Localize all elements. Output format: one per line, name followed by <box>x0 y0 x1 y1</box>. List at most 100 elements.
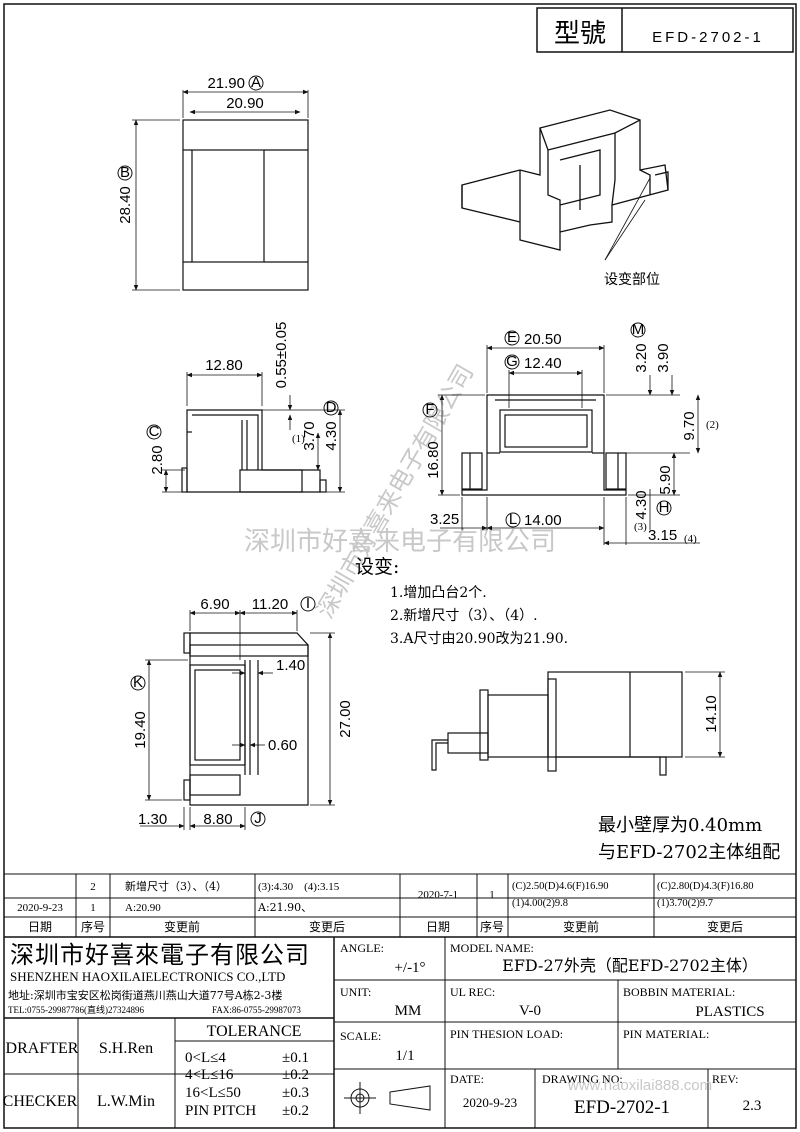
dim-g-mark: G <box>506 353 518 370</box>
watermark-text: 深圳市好喜来电子有限公司 <box>244 527 556 557</box>
tol-r4-range: PIN PITCH <box>185 1103 256 1119</box>
rev1-before2-b: (1)4.00(2)9.8 <box>512 898 568 909</box>
dim-c-h: 2.80 <box>149 445 166 474</box>
dim-j-w: 8.80 <box>203 811 232 828</box>
isometric-view <box>461 109 669 261</box>
tol-r2-range: 4<L≤16 <box>185 1067 234 1083</box>
rev1-after2-b: (1)3.70(2)9.7 <box>657 898 713 909</box>
dim-h390: 3.90 <box>655 343 672 372</box>
rev1-before: 新增尺寸（3）、（4） <box>125 879 227 893</box>
model-label: 型號 <box>554 19 606 49</box>
rev2-before: A:20.90 <box>125 902 161 914</box>
drawing-label: DRAWING NO: <box>542 1072 623 1086</box>
dim-h970: 9.70 <box>681 411 698 440</box>
drafter-label: DRAFTER <box>6 1040 79 1057</box>
dim-w315: 3.15 <box>648 527 677 544</box>
dim-h-h: 5.90 <box>657 465 674 494</box>
rev-hdr-before: 变更前 <box>164 919 200 934</box>
drawing-value: EFD-2702-1 <box>574 1097 670 1118</box>
dim-h-mark: H <box>659 499 670 516</box>
note-pair: 与EFD-2702主体组配 <box>598 842 780 863</box>
dim-h430b: 4.30 <box>633 490 650 519</box>
unit-label: UNIT: <box>340 985 371 999</box>
note-1: (1) <box>292 433 305 445</box>
tol-label: TOLERANCE <box>207 1023 302 1040</box>
rev2-after: A:21.90、 <box>257 901 312 914</box>
model-value: EFD-2702-1 <box>652 29 764 46</box>
scale-label: SCALE: <box>340 1029 381 1043</box>
company-name-cn: 深圳市好喜來電子有限公司 <box>10 941 310 969</box>
revision-table <box>4 873 796 938</box>
company-name-en: SHENZHEN HAOXILAIELECTRONICS CO.,LTD <box>10 969 285 984</box>
iso-label: 设变部位 <box>604 272 660 288</box>
tol-r2-val: ±0.2 <box>282 1067 309 1083</box>
dim-f-h: 16.80 <box>425 441 442 479</box>
front-view <box>132 89 309 291</box>
rev2-date: 2020-9-23 <box>17 902 63 914</box>
dim-e-mark: E <box>507 329 517 346</box>
note-3: (3) <box>634 521 647 533</box>
projection-symbol-icon <box>344 1082 431 1114</box>
rev1-after2-a: (C)2.80(D)4.3(F)16.80 <box>657 881 754 892</box>
change-title: 设变: <box>355 556 399 578</box>
angle-value: +/-1° <box>394 960 425 976</box>
tol-r1-range: 0<L≤4 <box>185 1050 226 1066</box>
dim-a-mark: A <box>251 74 261 91</box>
dim-w140: 1.40 <box>276 657 305 674</box>
dim-l-w: 14.00 <box>524 512 562 529</box>
change-item-1: 1.增加凸台2个. <box>390 585 487 601</box>
company-tel: TEL:0755-29987786(直线)27324896 <box>8 1004 144 1015</box>
note-2: (2) <box>706 419 719 431</box>
side-section-view <box>162 372 345 493</box>
dim-d-mark: D <box>326 399 337 416</box>
bobbin-label: BOBBIN MATERIAL: <box>623 985 735 999</box>
scale-value: 1/1 <box>395 1048 414 1064</box>
date-value: 2020-9-23 <box>463 1095 517 1110</box>
assembly-side-view <box>431 671 725 776</box>
dim-w060: 0.60 <box>268 737 297 754</box>
pin-load-label: PIN THESION LOAD: <box>450 1027 563 1041</box>
pin-material-label: PIN MATERIAL: <box>623 1027 709 1041</box>
change-item-3: 3.A尺寸由20.90改为21.90. <box>390 631 568 647</box>
dim-e-w: 20.50 <box>524 331 562 348</box>
bottom-view <box>140 610 335 830</box>
dim-f-mark: F <box>425 401 434 418</box>
ul-label: UL REC: <box>450 985 495 999</box>
model-name-value: EFD-27外壳（配EFD-2702主体） <box>502 956 758 975</box>
rev1-date: 2020-7-1 <box>418 889 458 901</box>
checker-label: CHECKER <box>3 1093 78 1110</box>
dim-g-w: 12.40 <box>524 355 562 372</box>
checker-value: L.W.Min <box>97 1093 155 1110</box>
rev-hdr-seq2: 序号 <box>480 919 504 934</box>
company-fax: FAX:86-0755-29987073 <box>212 1005 301 1015</box>
dim-m-h: 3.20 <box>633 343 650 372</box>
dim-w690: 6.90 <box>200 596 229 613</box>
sheet-frame <box>3 3 797 1129</box>
rev1-num: 2 <box>90 881 96 893</box>
company-addr: 地址:深圳市宝安区松岗街道燕川燕山大道77号A栋2-3楼 <box>8 988 282 1002</box>
dim-b-h: 28.40 <box>117 186 134 224</box>
model-box: 型號 EFD-2702-1 <box>536 7 794 53</box>
dim-b-mark: B <box>120 164 130 181</box>
rev1-seq: 1 <box>489 889 495 901</box>
rev-value: 2.3 <box>743 1098 762 1114</box>
dim-m-mark: M <box>632 321 645 338</box>
site-watermark: www.haoxilai888.com <box>567 1077 712 1094</box>
rev2-seq: 1 <box>90 902 96 914</box>
dim-w325: 3.25 <box>430 511 459 528</box>
bobbin-value: PLASTICS <box>695 1004 764 1020</box>
dim-k-h: 19.40 <box>132 711 149 749</box>
rev-hdr-after2: 变更后 <box>707 919 743 934</box>
rev-hdr-seq: 序号 <box>81 919 105 934</box>
tol-r4-val: ±0.2 <box>282 1103 309 1119</box>
dim-i-mark: I <box>306 595 310 612</box>
model-name-label: MODEL NAME: <box>450 941 534 955</box>
dim-d-h: 4.30 <box>323 421 340 450</box>
dim-l-mark: L <box>509 511 517 528</box>
dim-h370: 3.70 <box>301 421 318 450</box>
dim-h2700: 27.00 <box>337 700 354 738</box>
tol-r3-range: 16<L≤50 <box>185 1085 241 1101</box>
dim-j-mark: J <box>254 810 262 827</box>
dim-i-w: 11.20 <box>252 596 288 613</box>
